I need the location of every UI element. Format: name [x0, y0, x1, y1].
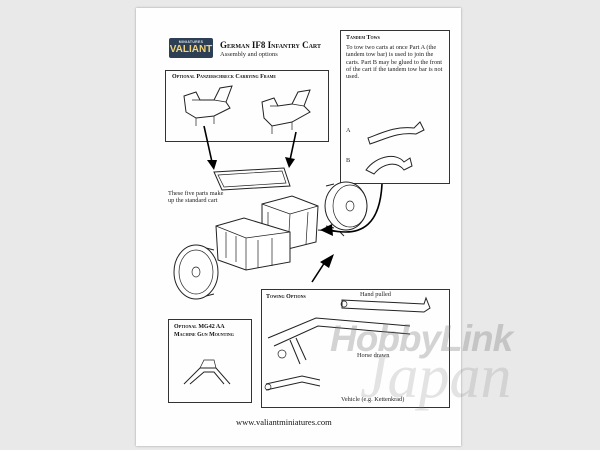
- tandem-part-b: [365, 155, 413, 175]
- logo-small-text: MINIATURES: [178, 40, 204, 44]
- vehicle-label: Vehicle (e.g. Kettenkrad): [341, 396, 405, 403]
- part-b-label: B: [346, 157, 351, 164]
- arrow-frame-to-tray-left: [203, 125, 213, 163]
- arrow-frame-to-tray-right: [289, 131, 297, 161]
- valiant-logo: MINIATURES VALIANT: [169, 38, 213, 58]
- standard-cart-note: These five parts make up the standard ca…: [168, 190, 224, 205]
- cart-body-lower: [215, 217, 291, 271]
- tandem-tows-panel: [340, 30, 450, 184]
- mg42-title: Optional MG42 AA Machine Gun Mounting: [174, 324, 234, 338]
- vehicle-tow-bar: [264, 375, 321, 391]
- page-title: German IF8 Infantry Cart: [220, 40, 322, 50]
- wheel-right: [324, 181, 368, 231]
- hand-pulled-bar: [340, 296, 431, 313]
- hand-pulled-label: Hand pulled: [360, 291, 391, 298]
- wheel-left: [173, 244, 219, 300]
- tandem-bar-part-a: [367, 121, 425, 145]
- horse-drawn-shafts: [267, 317, 411, 365]
- part-a-label: A: [346, 127, 351, 134]
- arrow-tandem-to-cart: [329, 183, 383, 233]
- website-url: www.valiantminiatures.com: [236, 417, 332, 427]
- tandem-tows-title: Tandem Tows: [346, 35, 380, 41]
- arrow-towing-to-cart: [311, 261, 326, 283]
- watermark-japan: Japan: [360, 343, 512, 411]
- tray-frame: [213, 167, 291, 191]
- mg42-mount: [183, 359, 231, 385]
- watermark-hobbylink: HobbyLink: [330, 318, 513, 359]
- frame-part-left: [183, 85, 233, 126]
- panzerschreck-title: Optional Panzerschreck Carrying Frame: [172, 74, 277, 80]
- tandem-tows-text: To tow two carts at once Part A (the tan…: [346, 44, 443, 81]
- panzerschreck-panel: [165, 70, 329, 142]
- instruction-sheet: MINIATURES VALIANT German IF8 Infantry C…: [136, 8, 461, 446]
- mg42-panel: [168, 319, 252, 403]
- logo-large-text: VALIANT: [169, 44, 213, 55]
- page-subtitle: Assembly and options: [220, 51, 278, 58]
- horse-drawn-label: Horse drawn: [357, 352, 390, 359]
- towing-options-panel: [261, 289, 450, 408]
- frame-part-right: [261, 89, 311, 134]
- towing-options-title: Towing Options: [266, 294, 306, 300]
